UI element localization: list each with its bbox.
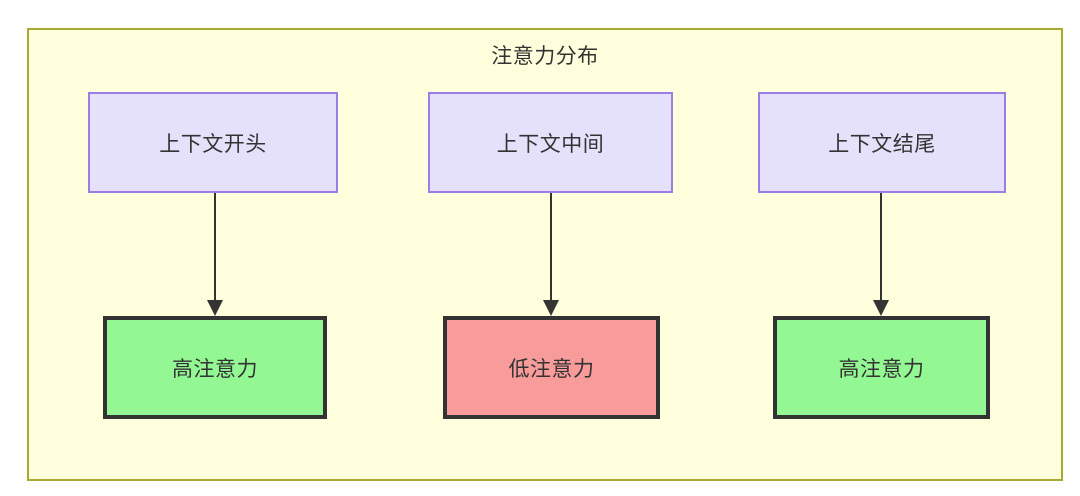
node-context-middle[interactable]: 上下文中间 <box>428 92 673 193</box>
node-context-start-label: 上下文开头 <box>159 132 267 156</box>
node-context-start[interactable]: 上下文开头 <box>88 92 338 193</box>
node-attention-high-2[interactable]: 高注意力 <box>773 316 990 419</box>
node-attention-high-1-label: 高注意力 <box>172 357 258 381</box>
node-attention-high-1[interactable]: 高注意力 <box>103 316 327 419</box>
subgraph-title: 注意力分布 <box>491 45 599 68</box>
node-context-middle-label: 上下文中间 <box>496 132 605 156</box>
node-attention-high-2-label: 高注意力 <box>838 357 925 381</box>
node-context-end-label: 上下文结尾 <box>828 132 936 156</box>
node-attention-low[interactable]: 低注意力 <box>443 316 660 419</box>
node-context-end[interactable]: 上下文结尾 <box>758 92 1006 193</box>
node-attention-low-label: 低注意力 <box>508 357 595 381</box>
